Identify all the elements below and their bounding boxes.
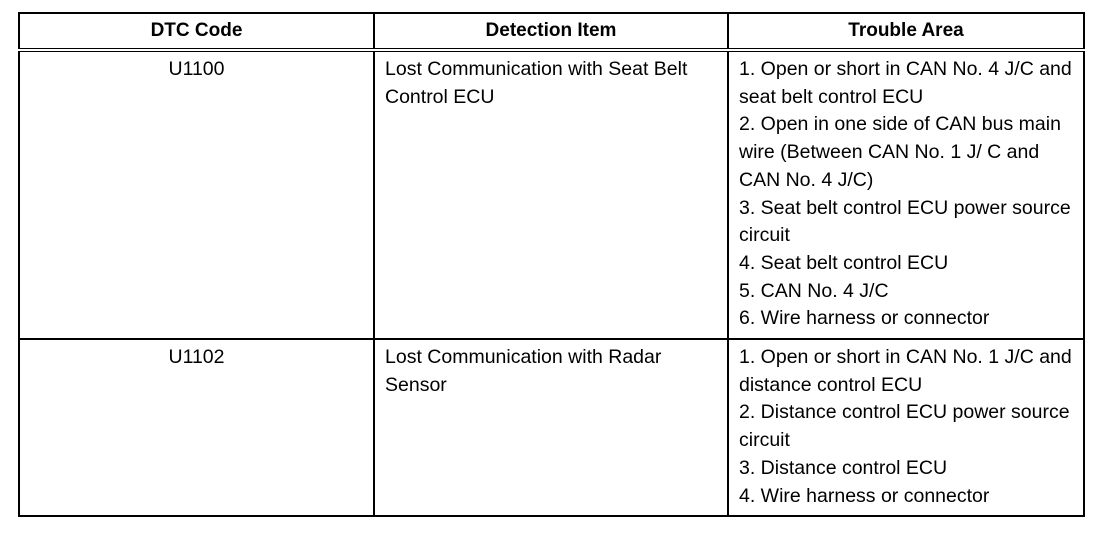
trouble-area-item: 3. Seat belt control ECU power source ci… xyxy=(739,196,1071,247)
detection-item-cell: Lost Communication with Seat Belt Contro… xyxy=(373,48,729,341)
trouble-area-list: 1. Open or short in CAN No. 1 J/C and di… xyxy=(739,344,1073,510)
trouble-area-item: 4. Wire harness or connector xyxy=(739,484,990,507)
header-row: DTC Code Detection Item Trouble Area xyxy=(18,13,1085,52)
header-trouble-area: Trouble Area xyxy=(727,13,1085,52)
header-dtc-code: DTC Code xyxy=(18,13,375,52)
dtc-code-cell: U1102 xyxy=(18,338,375,518)
trouble-area-list: 1. Open or short in CAN No. 4 J/C and se… xyxy=(739,56,1073,333)
trouble-area-item: 2. Distance control ECU power source cir… xyxy=(739,401,1070,452)
detection-item-cell: Lost Communication with Radar Sensor xyxy=(373,338,729,518)
trouble-area-cell: 1. Open or short in CAN No. 4 J/C and se… xyxy=(727,48,1085,341)
table-row: U1100 Lost Communication with Seat Belt … xyxy=(18,48,1085,341)
dtc-code-cell: U1100 xyxy=(18,48,375,341)
dtc-table: DTC Code Detection Item Trouble Area U11… xyxy=(18,12,1085,518)
trouble-area-item: 3. Distance control ECU xyxy=(739,456,948,479)
trouble-area-item: 6. Wire harness or connector xyxy=(739,307,990,330)
trouble-area-item: 1. Open or short in CAN No. 1 J/C and di… xyxy=(739,346,1072,396)
trouble-area-cell: 1. Open or short in CAN No. 1 J/C and di… xyxy=(727,338,1085,518)
trouble-area-item: 2. Open in one side of CAN bus main wire… xyxy=(739,113,1061,191)
trouble-area-item: 1. Open or short in CAN No. 4 J/C and se… xyxy=(739,58,1072,108)
trouble-area-item: 5. CAN No. 4 J/C xyxy=(739,279,889,302)
trouble-area-item: 4. Seat belt control ECU xyxy=(739,251,949,274)
table-row: U1102 Lost Communication with Radar Sens… xyxy=(18,338,1085,518)
header-detection-item: Detection Item xyxy=(373,13,729,52)
